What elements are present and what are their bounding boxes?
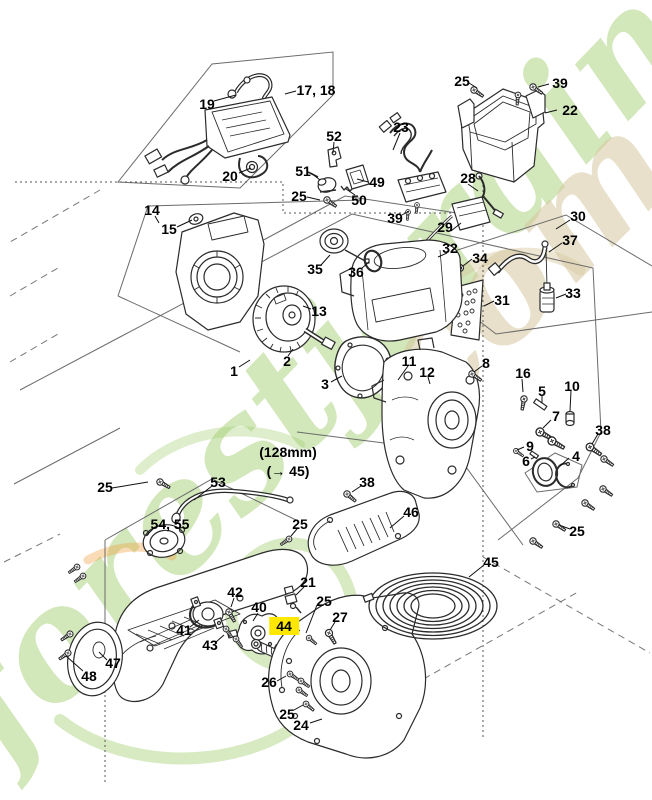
part-flywheel-drawing bbox=[252, 285, 336, 353]
part-label: 43 bbox=[202, 637, 218, 653]
part-label: 53 bbox=[210, 474, 226, 490]
label-leader-lines bbox=[65, 82, 599, 724]
part-label: 32 bbox=[442, 240, 458, 256]
part-label: 47 bbox=[105, 655, 121, 671]
part-top-cover-assembly-drawing bbox=[144, 73, 291, 185]
part-fan-housing-drawing bbox=[175, 212, 265, 331]
part-label: 46 bbox=[403, 504, 419, 520]
part-label: 39 bbox=[552, 75, 568, 91]
part-label: 38 bbox=[359, 474, 375, 490]
part-label: 49 bbox=[369, 174, 385, 190]
part-chain-guide-plate-drawing bbox=[307, 490, 420, 566]
part-label: 20 bbox=[222, 168, 238, 184]
part-label: 48 bbox=[81, 668, 97, 684]
part-label: 23 bbox=[393, 119, 409, 135]
part-carburetor-housing-drawing bbox=[339, 239, 463, 342]
part-label: 29 bbox=[437, 219, 453, 235]
part-bearing-rings-drawing bbox=[531, 457, 576, 489]
part-label: 51 bbox=[295, 163, 311, 179]
part-label: 25 bbox=[292, 516, 308, 532]
part-label-highlighted: 44 bbox=[269, 617, 299, 635]
part-label: 25 bbox=[316, 593, 332, 609]
part-label: 52 bbox=[326, 128, 342, 144]
part-label: 8 bbox=[482, 355, 490, 371]
part-label: 22 bbox=[562, 102, 578, 118]
part-switch-parts-drawing bbox=[307, 146, 370, 193]
part-label: 39 bbox=[387, 210, 403, 226]
part-label: 25 bbox=[291, 188, 307, 204]
part-label: 2 bbox=[283, 353, 291, 369]
part-label: 27 bbox=[332, 609, 348, 625]
part-label: 50 bbox=[351, 192, 367, 208]
part-label: 17, 18 bbox=[296, 82, 336, 98]
part-label: 36 bbox=[348, 264, 364, 280]
part-oil-hose-coil-drawing bbox=[362, 572, 498, 640]
part-oiler-hose-drawing bbox=[171, 488, 294, 524]
part-crankcase-drawing bbox=[371, 337, 481, 499]
part-chain-tensioner-drawing bbox=[283, 585, 302, 614]
part-label: 45 bbox=[483, 554, 499, 570]
part-label: 4 bbox=[572, 448, 580, 464]
part-label: 38 bbox=[595, 422, 611, 438]
part-label: 40 bbox=[251, 599, 267, 615]
part-label: 26 bbox=[261, 674, 277, 690]
part-label: 11 bbox=[401, 353, 417, 369]
part-handle-housing-drawing bbox=[112, 548, 309, 703]
part-label: 54, 55 bbox=[150, 516, 190, 532]
part-label: 16 bbox=[515, 365, 531, 381]
part-label: 25 bbox=[569, 523, 585, 539]
part-label: 28 bbox=[460, 170, 476, 186]
part-label: 31 bbox=[494, 292, 510, 308]
part-label: 30 bbox=[570, 208, 586, 224]
part-label: 34 bbox=[472, 250, 488, 266]
part-fuel-hose-filter-drawing bbox=[487, 240, 555, 313]
part-fuel-cap-drawing bbox=[319, 228, 383, 273]
part-clamp-drawing bbox=[188, 596, 225, 630]
part-label: 6 bbox=[522, 453, 530, 469]
part-tank-housing-drawing bbox=[457, 88, 546, 183]
part-label: 14 bbox=[144, 202, 160, 218]
part-label: 25 bbox=[97, 479, 113, 495]
part-ring-cover-drawing bbox=[142, 524, 186, 558]
part-label: 10 bbox=[564, 378, 580, 394]
part-label: 21 bbox=[300, 574, 316, 590]
part-label: 25 bbox=[279, 706, 295, 722]
part-label: 19 bbox=[199, 96, 215, 112]
part-label: 15 bbox=[161, 221, 177, 237]
part-label: 3 bbox=[321, 376, 329, 392]
part-label: 41 bbox=[176, 622, 192, 638]
part-label: (128mm) bbox=[259, 444, 317, 460]
part-label: 12 bbox=[419, 364, 435, 380]
part-label: 9 bbox=[526, 438, 534, 454]
part-label: 13 bbox=[311, 303, 327, 319]
part-small-fasteners-drawing bbox=[529, 398, 575, 460]
part-label: 25 bbox=[454, 73, 470, 89]
part-label: 24 bbox=[293, 717, 309, 733]
part-label: 7 bbox=[552, 408, 560, 424]
part-label: 37 bbox=[562, 232, 578, 248]
part-label: (→ 45) bbox=[266, 463, 310, 479]
part-label: 33 bbox=[565, 285, 581, 301]
part-label: 5 bbox=[538, 383, 546, 399]
part-label: 42 bbox=[227, 584, 243, 600]
part-label: 35 bbox=[307, 261, 323, 277]
part-label: 1 bbox=[230, 363, 238, 379]
part-wiring-harness-drawing bbox=[378, 112, 447, 203]
